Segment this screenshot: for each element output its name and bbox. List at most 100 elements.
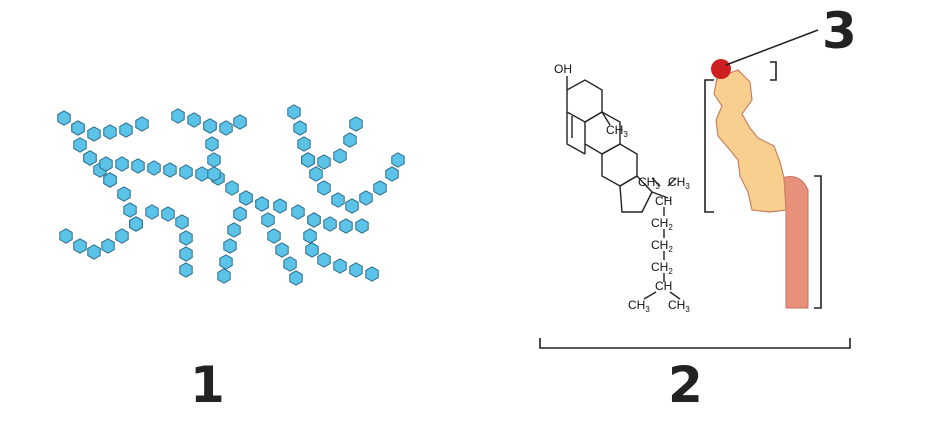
glucose-unit-90 [349, 262, 363, 278]
glucose-unit-53 [207, 152, 221, 168]
glucose-unit-76 [223, 238, 237, 254]
glucose-unit-64 [301, 152, 315, 168]
glucose-unit-0 [57, 110, 71, 126]
glucose-unit-35 [101, 238, 115, 254]
glucose-unit-17 [179, 164, 193, 180]
glucose-unit-86 [303, 228, 317, 244]
glucose-unit-27 [339, 218, 353, 234]
glucose-unit-43 [179, 230, 193, 246]
glucose-unit-40 [145, 204, 159, 220]
glucose-unit-72 [391, 152, 405, 168]
hydrocarbon-tail [781, 176, 809, 309]
glucose-unit-55 [287, 104, 301, 120]
glucose-unit-51 [203, 118, 217, 134]
glucose-unit-79 [255, 196, 269, 212]
glucose-unit-85 [307, 212, 321, 228]
glucose-unit-44 [179, 246, 193, 262]
glucose-unit-84 [289, 270, 303, 286]
ch3-bottom-left-label: CH3 [628, 298, 650, 314]
glucose-unit-15 [147, 160, 161, 176]
glucose-unit-52 [205, 136, 219, 152]
glucose-unit-28 [355, 218, 369, 234]
glucose-unit-31 [123, 202, 137, 218]
glucose-unit-13 [115, 156, 129, 172]
glucose-unit-57 [297, 136, 311, 152]
glucose-unit-61 [333, 148, 347, 164]
glucose-unit-73 [239, 190, 253, 206]
ch-ch3-right [667, 177, 677, 187]
structure-labels: OH CH3 CH3 CH3 CH CH2 CH2 CH2 CH CH3 CH3 [554, 62, 690, 314]
glucose-unit-54 [207, 166, 221, 182]
bracket-head [770, 61, 777, 81]
glucose-unit-60 [317, 154, 331, 170]
side-chain-bond [651, 191, 669, 199]
glucose-unit-2 [87, 126, 101, 142]
ch3-right-label: CH3 [668, 175, 690, 191]
glucose-unit-30 [117, 186, 131, 202]
callout-line [725, 29, 819, 66]
glucose-unit-91 [365, 266, 379, 282]
glucose-unit-47 [187, 112, 201, 128]
glucose-unit-78 [217, 268, 231, 284]
callout-3-label: 3 [822, 2, 857, 60]
glucose-unit-65 [309, 166, 323, 182]
glucose-unit-7 [73, 137, 87, 153]
bracket-panel-2 [539, 338, 851, 349]
methyl-bond [601, 111, 611, 126]
ch-ch3-br [669, 291, 681, 300]
glucose-unit-23 [273, 198, 287, 214]
glucose-unit-45 [179, 262, 193, 278]
glucose-unit-36 [87, 244, 101, 260]
glucose-unit-24 [291, 204, 305, 220]
oh-label: OH [554, 62, 572, 76]
glucose-unit-67 [331, 192, 345, 208]
ch-label-2: CH [655, 279, 672, 293]
cholesterol-model [711, 59, 809, 309]
panel-1-label: 1 [190, 356, 225, 414]
glucose-unit-41 [161, 206, 175, 222]
glucose-unit-12 [99, 156, 113, 172]
ch2-label-2: CH2 [651, 238, 673, 254]
cholesterol-structure [566, 76, 681, 300]
glucose-unit-42 [175, 214, 189, 230]
bracket-rings [704, 79, 714, 213]
glucose-unit-62 [343, 132, 357, 148]
ch3-ring-label: CH3 [606, 123, 628, 139]
ch2-label-1: CH2 [651, 216, 673, 232]
glucose-unit-14 [131, 158, 145, 174]
ch3-left-label: CH3 [638, 175, 660, 191]
glucose-unit-71 [385, 166, 399, 182]
ring-b-left [566, 112, 586, 155]
glucose-unit-4 [119, 122, 133, 138]
glucose-unit-56 [293, 120, 307, 136]
glucose-unit-5 [135, 116, 149, 132]
panel-2-label: 2 [668, 356, 703, 414]
brackets [539, 29, 851, 349]
ch-ch3-left [651, 177, 661, 187]
bracket-tail [814, 175, 822, 309]
glucose-unit-6 [71, 120, 85, 136]
glucose-unit-49 [219, 120, 233, 136]
glucose-unit-63 [349, 116, 363, 132]
glucose-unit-38 [59, 228, 73, 244]
ch2-label-3: CH2 [651, 260, 673, 276]
glucose-unit-82 [275, 242, 289, 258]
glucose-unit-39 [129, 216, 143, 232]
glucose-unit-11 [83, 150, 97, 166]
glucose-unit-16 [163, 162, 177, 178]
ch3-bottom-right-label: CH3 [668, 298, 690, 314]
glucose-unit-3 [103, 124, 117, 140]
hydroxyl-head [711, 59, 731, 79]
branched-polysaccharide-chain [57, 104, 405, 286]
glucose-unit-68 [345, 198, 359, 214]
glucose-unit-50 [233, 114, 247, 130]
glucose-unit-77 [219, 254, 233, 270]
glucose-unit-66 [317, 180, 331, 196]
glucose-unit-87 [305, 242, 319, 258]
glucose-unit-26 [323, 216, 337, 232]
glucose-unit-70 [373, 180, 387, 196]
ring-d [619, 175, 653, 213]
glucose-unit-74 [233, 206, 247, 222]
glucose-unit-75 [227, 222, 241, 238]
